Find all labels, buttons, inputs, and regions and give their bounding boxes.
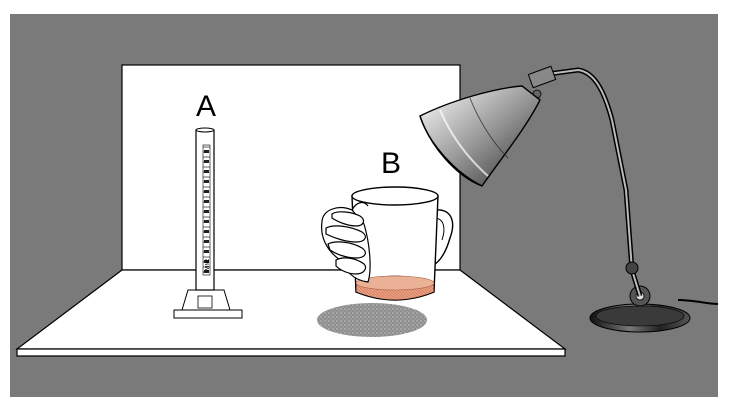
cylinder-scale-mark	[204, 160, 209, 163]
cylinder-scale-mark	[204, 200, 209, 203]
beaker-shadow	[317, 303, 427, 337]
cylinder-scale-mark	[204, 250, 209, 253]
cylinder-scale-mark	[204, 240, 209, 243]
cylinder-scale-mark	[204, 220, 209, 223]
cylinder-scale-mark	[204, 180, 209, 183]
cylinder-scale-mark	[204, 270, 209, 273]
cylinder-scale-mark	[204, 260, 209, 263]
cylinder-text: WINE	[205, 259, 211, 272]
label-b: B	[381, 147, 401, 180]
cylinder-scale-mark	[204, 190, 209, 193]
cylinder-scale-mark	[204, 150, 209, 153]
cylinder-scale-mark	[204, 170, 209, 173]
label-a: A	[196, 90, 216, 123]
cylinder-scale-mark	[204, 230, 209, 233]
desk-lamp	[419, 65, 719, 333]
beaker	[351, 186, 454, 301]
hand	[321, 201, 371, 283]
graduated-cylinder: WINE	[173, 127, 243, 319]
cylinder-scale-mark	[204, 210, 209, 213]
